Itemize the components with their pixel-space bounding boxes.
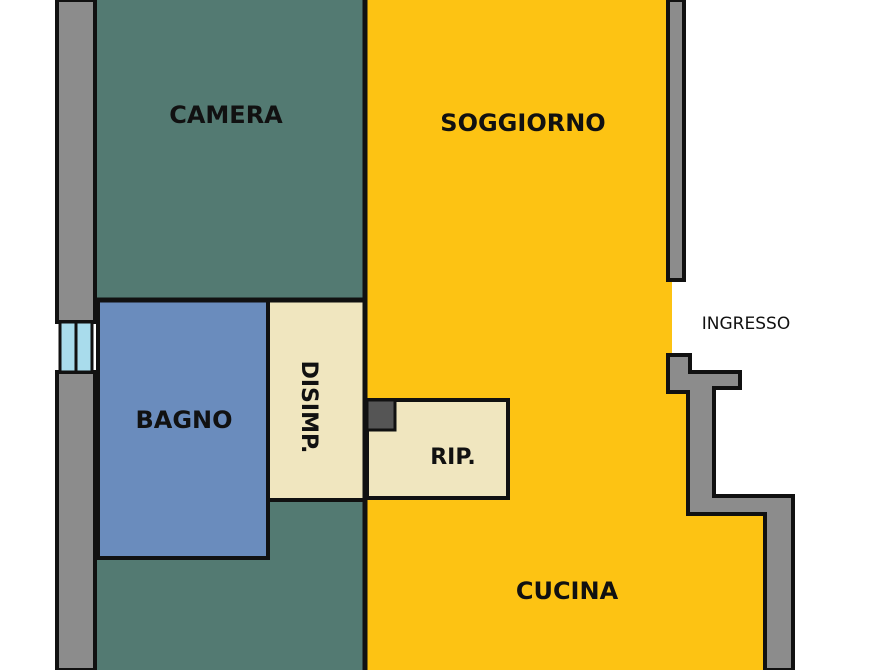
- room-camera-strip: [268, 500, 365, 560]
- label-cucina: CUCINA: [516, 577, 619, 605]
- wall-left-lower: [55, 370, 97, 670]
- wall-right-lower: [666, 353, 795, 670]
- label-bagno: BAGNO: [135, 406, 232, 434]
- pillar-ripostiglio: [365, 398, 397, 432]
- label-soggiorno: SOGGIORNO: [440, 109, 605, 137]
- room-soggiorno-cucina: [365, 0, 782, 670]
- label-disimpegno: DISIMP.: [296, 361, 321, 454]
- wall-left-upper: [55, 0, 97, 324]
- label-camera: CAMERA: [169, 101, 283, 129]
- room-bagno: [96, 298, 270, 560]
- label-ripostiglio: RIP.: [430, 445, 476, 470]
- room-camera: [95, 0, 365, 300]
- label-ingresso: INGRESSO: [702, 314, 790, 334]
- wall-right-upper: [666, 0, 686, 282]
